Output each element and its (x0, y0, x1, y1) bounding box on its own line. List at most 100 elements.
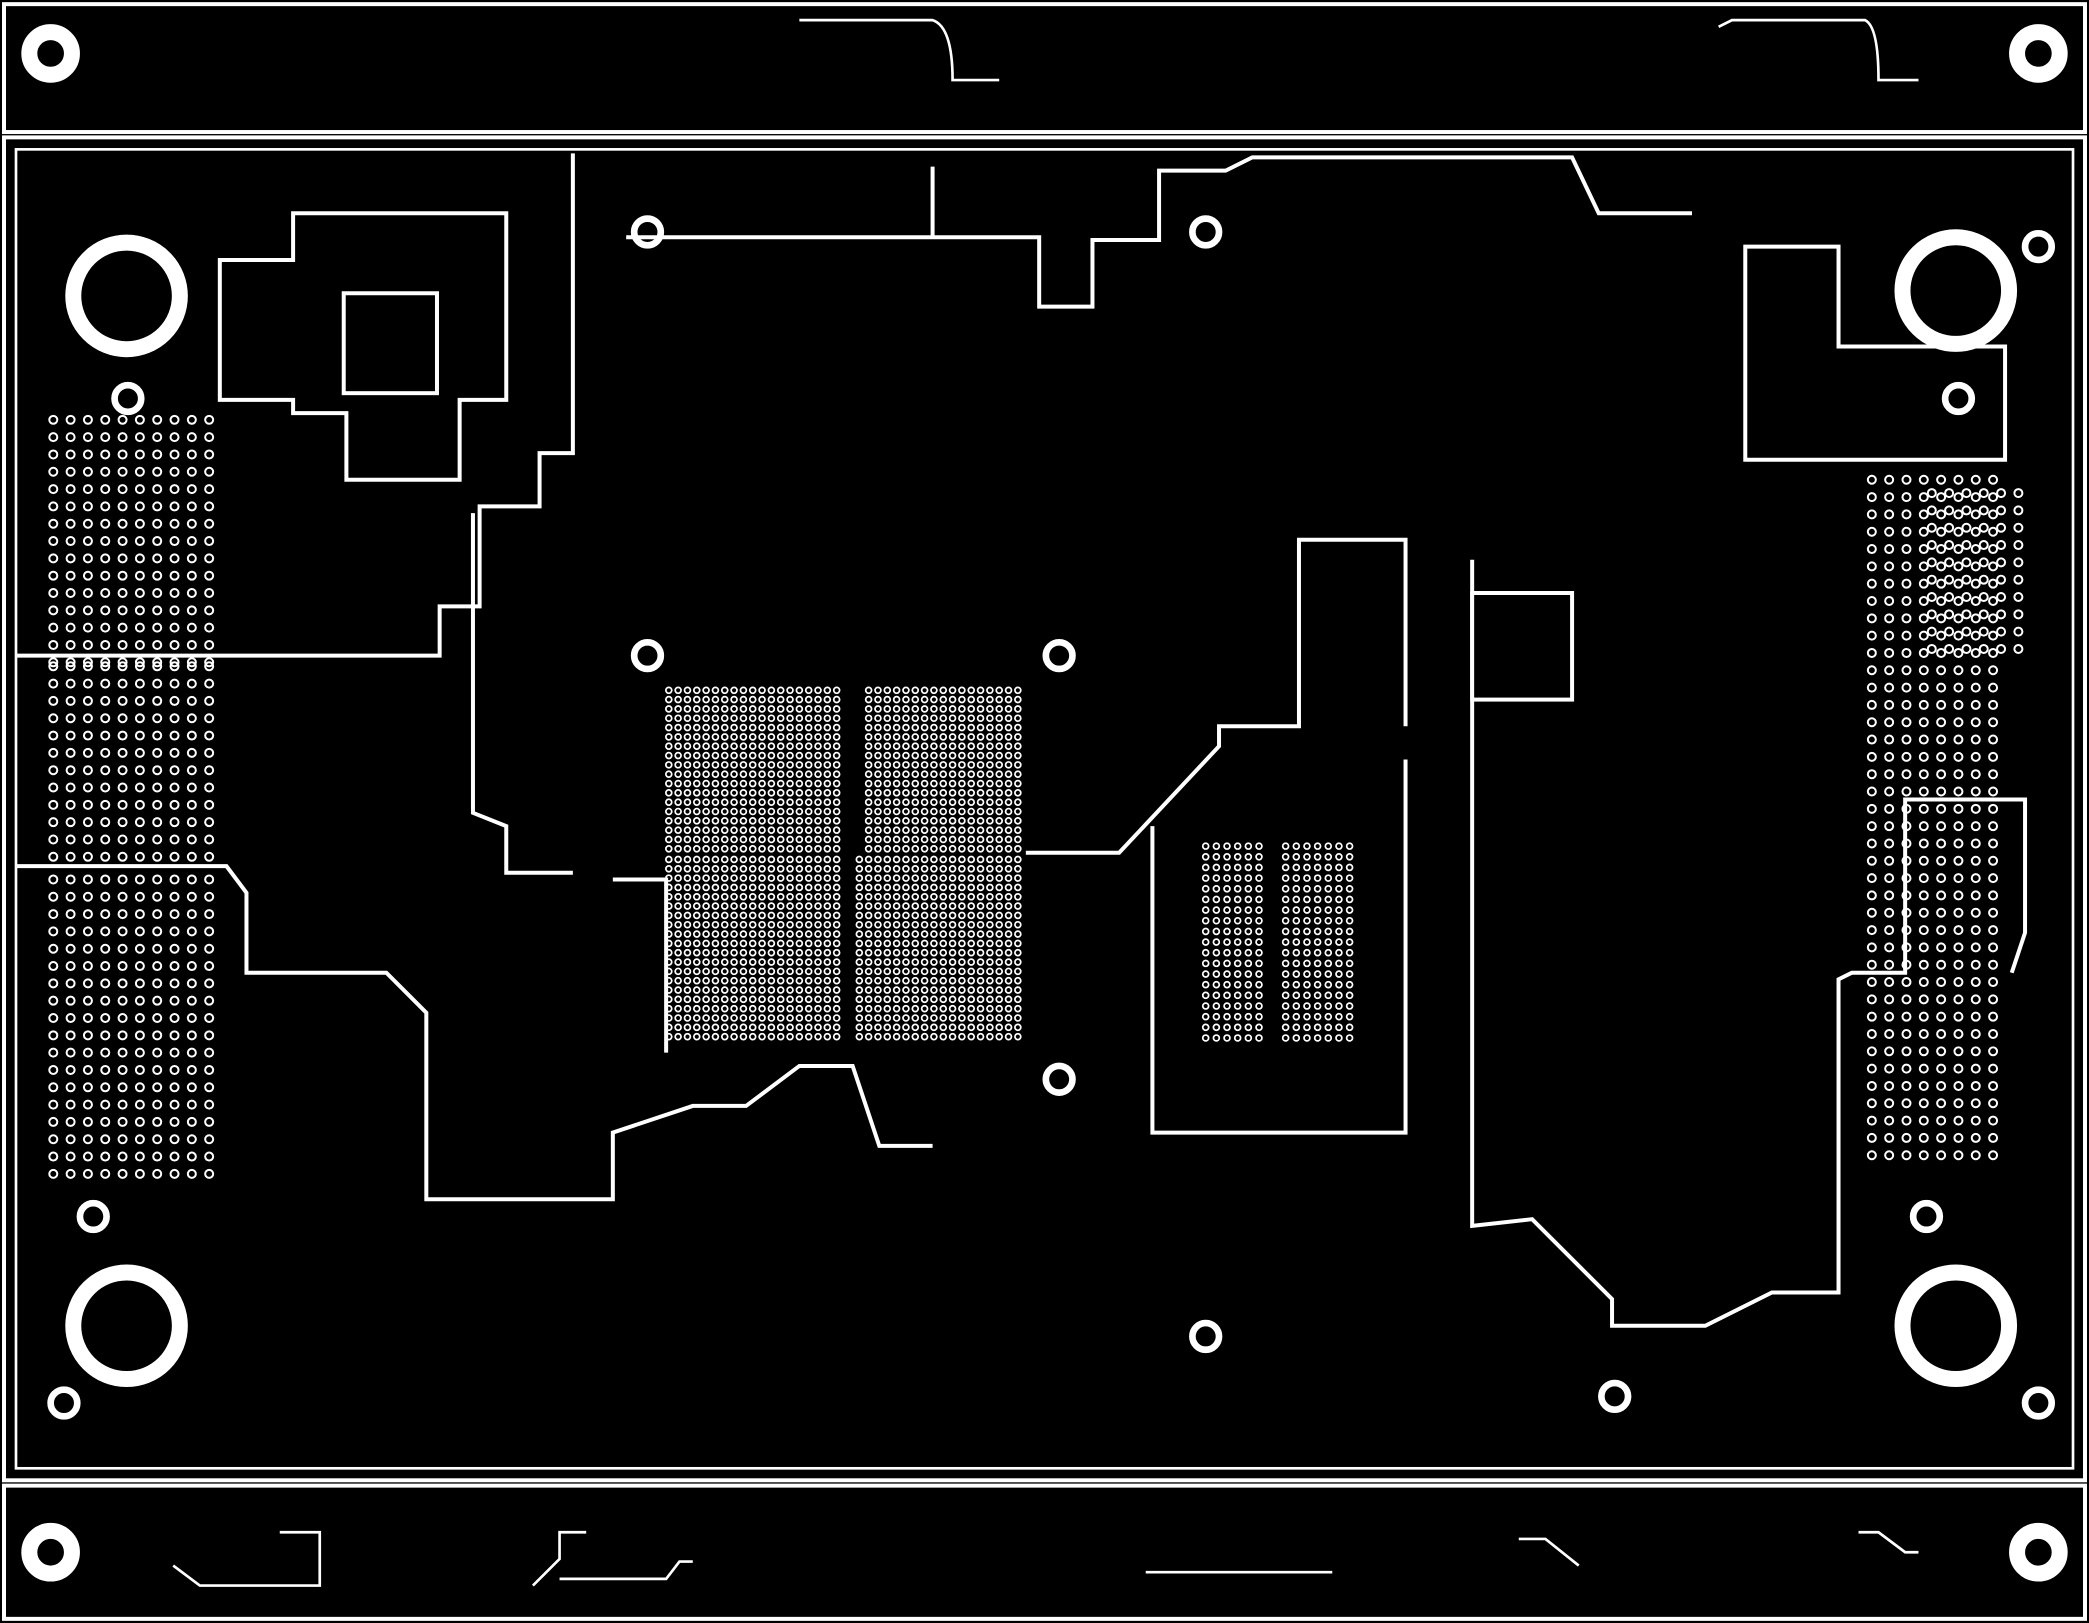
bga-ball (967, 883, 976, 892)
bga-ball (758, 930, 766, 938)
bga-ball (1244, 980, 1253, 989)
bga-ball (795, 807, 804, 816)
bga-ball (720, 798, 729, 806)
via (65, 851, 76, 862)
bga-ball (864, 770, 873, 778)
via (1988, 1115, 1999, 1126)
bga-ball (920, 817, 929, 825)
via (169, 1047, 180, 1058)
via (1961, 488, 1972, 499)
bga-ball (795, 826, 804, 834)
bga-ball (1014, 920, 1022, 929)
bga-ball (1201, 980, 1210, 989)
bga-ball (948, 986, 957, 994)
bga-ball (739, 911, 748, 920)
bga-ball (855, 976, 864, 985)
via (1970, 855, 1981, 866)
via (134, 834, 145, 845)
bga-ball (930, 995, 938, 1004)
bga-ball (1223, 1012, 1231, 1021)
bga-ball (711, 798, 720, 806)
bga-ball (674, 733, 682, 741)
bga-ball (986, 939, 994, 948)
via (1901, 665, 1912, 676)
bga-ball (1303, 991, 1311, 1000)
bga-ball (804, 864, 813, 873)
bga-ball (1335, 948, 1343, 957)
via (1866, 1011, 1877, 1022)
bga-ball (683, 835, 692, 844)
bga-ball (1212, 874, 1221, 882)
via (1978, 626, 1989, 637)
bga-ball (986, 995, 994, 1004)
bga-ball (1212, 895, 1221, 904)
via (1866, 699, 1877, 710)
bga-ball (883, 920, 892, 929)
bga-ball (748, 789, 757, 797)
bga-ball (814, 930, 822, 938)
bga-ball (748, 798, 757, 806)
bga-ball (1335, 863, 1343, 872)
via (1884, 821, 1895, 832)
via (204, 995, 215, 1006)
bga-ball (1201, 938, 1210, 946)
bga-ball (720, 986, 729, 994)
via (1866, 838, 1877, 849)
bga-ball (1212, 863, 1221, 872)
bga-ball (776, 930, 785, 938)
bga-ball (683, 798, 692, 806)
via-hole (630, 638, 665, 673)
bga-ball (1004, 817, 1013, 825)
bga-ball (767, 845, 776, 853)
bga-ball (795, 976, 804, 985)
bga-ball (692, 686, 701, 695)
bga-ball (1233, 1002, 1242, 1010)
via (100, 995, 111, 1006)
bga-ball (739, 1014, 748, 1022)
via (1884, 890, 1895, 901)
bga-ball (795, 779, 804, 788)
bga-ball (1281, 938, 1290, 946)
bga-ball (874, 789, 882, 797)
bga-ball (1004, 995, 1013, 1004)
bga-ball (1281, 991, 1290, 1000)
via (152, 995, 163, 1006)
bga-ball (786, 723, 794, 732)
bga-ball (720, 855, 729, 864)
bga-ball (967, 864, 976, 873)
bga-ball (930, 742, 938, 751)
bga-ball (976, 798, 985, 806)
bga-ball (804, 835, 813, 844)
bga-ball (930, 770, 938, 778)
via (1961, 557, 1972, 568)
via (65, 484, 76, 495)
bga-ball (883, 883, 892, 892)
bga-ball (883, 864, 892, 873)
bga-ball (832, 976, 841, 985)
via (82, 995, 93, 1006)
via (117, 1151, 128, 1162)
bga-ball (786, 705, 794, 713)
via (1978, 540, 1989, 551)
bga-ball (711, 835, 720, 844)
via (186, 622, 197, 633)
bga-ball (665, 789, 673, 797)
bga-ball (930, 892, 938, 901)
bga-ball (892, 995, 901, 1004)
bga-ball (892, 939, 901, 948)
via (1936, 526, 1947, 537)
via (1884, 630, 1895, 641)
bga-ball (930, 835, 938, 844)
bga-ball (902, 892, 910, 901)
via (48, 432, 59, 443)
bga-ball (1281, 884, 1290, 893)
bga-ball (692, 986, 701, 994)
via (169, 484, 180, 495)
via (1918, 786, 1929, 797)
bga-ball (739, 835, 748, 844)
via (48, 518, 59, 529)
bga-ball (683, 855, 692, 864)
bga-ball (864, 855, 873, 864)
bga-ball (995, 807, 1003, 816)
bga-ball (1212, 1034, 1221, 1042)
